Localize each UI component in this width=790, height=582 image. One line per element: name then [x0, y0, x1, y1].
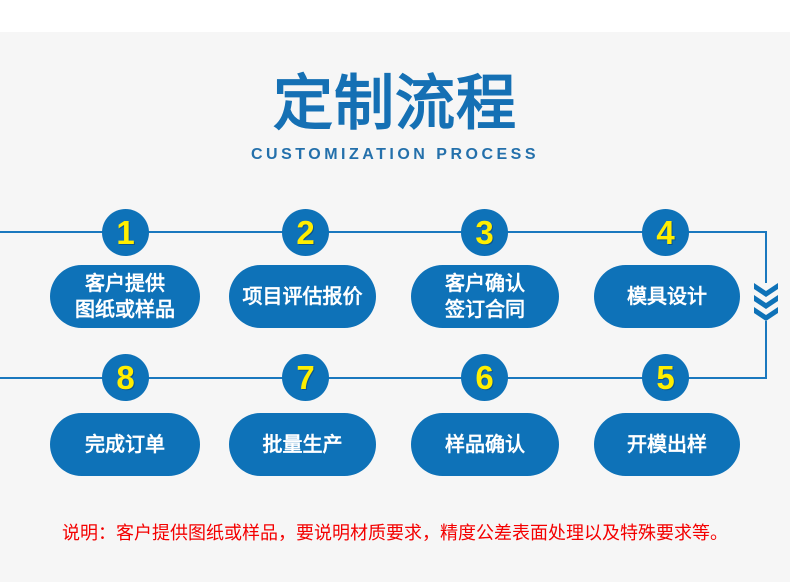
step-label-sample-confirm: 样品确认: [411, 413, 559, 476]
page-subtitle: CUSTOMIZATION PROCESS: [250, 146, 540, 163]
step-number-badge-6: 6: [461, 354, 508, 401]
page-title: 定制流程: [273, 70, 517, 137]
step-number-badge-5: 5: [642, 354, 689, 401]
top-white-band: [0, 0, 790, 32]
step-number-badge-3: 3: [461, 209, 508, 256]
step-number-badge-8: 8: [102, 354, 149, 401]
step-number-badge-2: 2: [282, 209, 329, 256]
flow-line-bottom: [0, 377, 767, 379]
note-text: 说明：客户提供图纸或样品，要说明材质要求，精度公差表面处理以及特殊要求等。: [62, 523, 728, 543]
step-label-project-quote: 项目评估报价: [229, 265, 376, 328]
flow-line-top: [0, 231, 767, 233]
step-number-badge-1: 1: [102, 209, 149, 256]
step-number-badge-4: 4: [642, 209, 689, 256]
step-label-mold-sample: 开模出样: [594, 413, 740, 476]
step-label-complete-order: 完成订单: [50, 413, 200, 476]
step-label-customer-drawings: 客户提供 图纸或样品: [50, 265, 200, 328]
chevrons-down-icon: [752, 283, 780, 321]
step-label-mold-design: 模具设计: [594, 265, 740, 328]
step-label-sign-contract: 客户确认 签订合同: [411, 265, 559, 328]
step-label-mass-production: 批量生产: [229, 413, 376, 476]
step-number-badge-7: 7: [282, 354, 329, 401]
